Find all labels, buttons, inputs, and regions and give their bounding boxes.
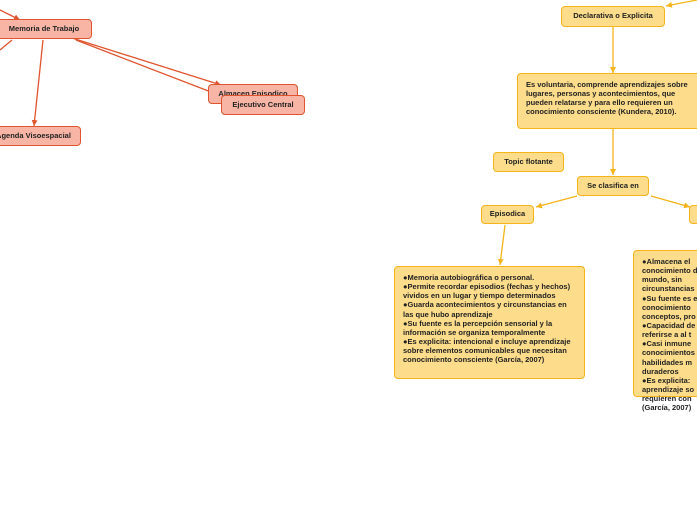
node-semantica-descripcion[interactable]: ●Almacena el conocimiento del mundo, sin… <box>633 250 697 412</box>
node-topic-flotante-label: Topic flotante <box>504 156 553 166</box>
node-se-clasifica-en-label: Se clasifica en <box>587 180 639 190</box>
edge-memoria-ejecutivo <box>75 39 225 98</box>
node-almacen-episodico-label: Almacen Episodico <box>218 89 288 98</box>
node-ejecutivo-central-label: Ejecutivo Central <box>232 99 294 109</box>
node-episodica-descripcion-text: ●Memoria autobiográfica o personal. ●Per… <box>403 273 571 365</box>
node-memoria-de-trabajo-label: Memoria de Trabajo <box>8 23 80 33</box>
edge-clasifica-semantica <box>650 195 691 209</box>
edge-incoming-declarativa <box>665 0 697 8</box>
node-agenda-visoespacial-label: Agenda Visoespacial <box>0 130 71 140</box>
node-ejecutivo-central[interactable]: Ejecutivo Central <box>221 95 305 115</box>
node-episodica-descripcion[interactable]: ●Memoria autobiográfica o personal. ●Per… <box>394 266 585 379</box>
node-semantica-descripcion-text: ●Almacena el conocimiento del mundo, sin… <box>642 257 697 413</box>
node-semantica-partial[interactable] <box>689 205 697 224</box>
node-agenda-visoespacial[interactable]: Agenda Visoespacial <box>0 126 81 146</box>
edge-memoria-almacen <box>71 37 222 87</box>
node-se-clasifica-en[interactable]: Se clasifica en <box>577 176 649 196</box>
edge-memoria-agenda <box>31 39 44 127</box>
node-topic-flotante[interactable]: Topic flotante <box>493 152 564 172</box>
node-memoria-de-trabajo[interactable]: Memoria de Trabajo <box>0 19 92 39</box>
edge-clasifica-episodica <box>535 195 578 209</box>
edge-episodica-desc <box>497 224 506 266</box>
node-declarativa-explicita-label: Declarativa o Explicita <box>573 11 653 21</box>
node-episodica[interactable]: Episodica <box>481 205 534 224</box>
node-definicion[interactable]: Es voluntaria, comprende aprendizajes so… <box>517 73 697 129</box>
node-declarativa-explicita[interactable]: Declarativa o Explicita <box>561 6 665 27</box>
edge-memoria-left <box>0 39 13 51</box>
node-definicion-text: Es voluntaria, comprende aprendizajes so… <box>526 80 688 117</box>
node-episodica-label: Episodica <box>489 209 526 219</box>
edge-incoming-memoria <box>0 9 21 21</box>
